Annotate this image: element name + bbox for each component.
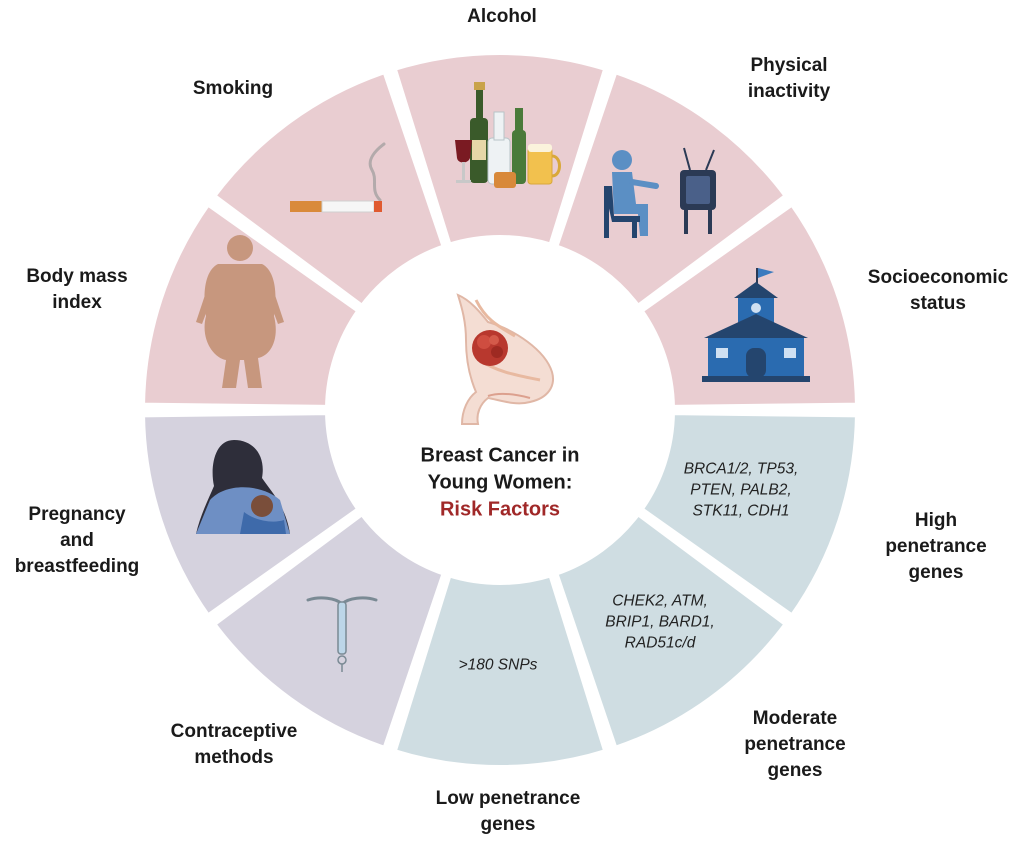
alcohol-bottles-icon xyxy=(455,82,561,188)
obese-body-icon xyxy=(196,235,284,388)
school-building-icon xyxy=(702,268,810,382)
person-watching-tv-icon xyxy=(604,147,716,238)
genes-moderate-penetrance: CHEK2, ATM,BRIP1, BARD1,RAD51c/d xyxy=(605,592,715,652)
cigarette-icon xyxy=(290,142,386,213)
center-title-line-1: Breast Cancer in xyxy=(420,444,580,467)
center-subtitle: Risk Factors xyxy=(439,498,561,521)
center-title: Breast Cancer in Young Women: Risk Facto… xyxy=(421,443,580,524)
breastfeeding-mother-icon xyxy=(196,440,290,534)
segment-low-penetrance-genes xyxy=(389,570,611,771)
center-title-line-2: Young Women: xyxy=(427,471,573,494)
breast-tumor-illustration xyxy=(456,293,554,425)
genes-high-penetrance: BRCA1/2, TP53,PTEN, PALB2,STK11, CDH1 xyxy=(683,460,799,520)
label-alcohol: Alcohol xyxy=(467,6,537,27)
genes-low-penetrance: >180 SNPs xyxy=(458,656,538,674)
iud-icon xyxy=(306,596,378,672)
center-circle xyxy=(328,238,672,582)
segment-high-penetrance-genes xyxy=(636,409,862,622)
label-smoking: Smoking xyxy=(192,78,274,99)
